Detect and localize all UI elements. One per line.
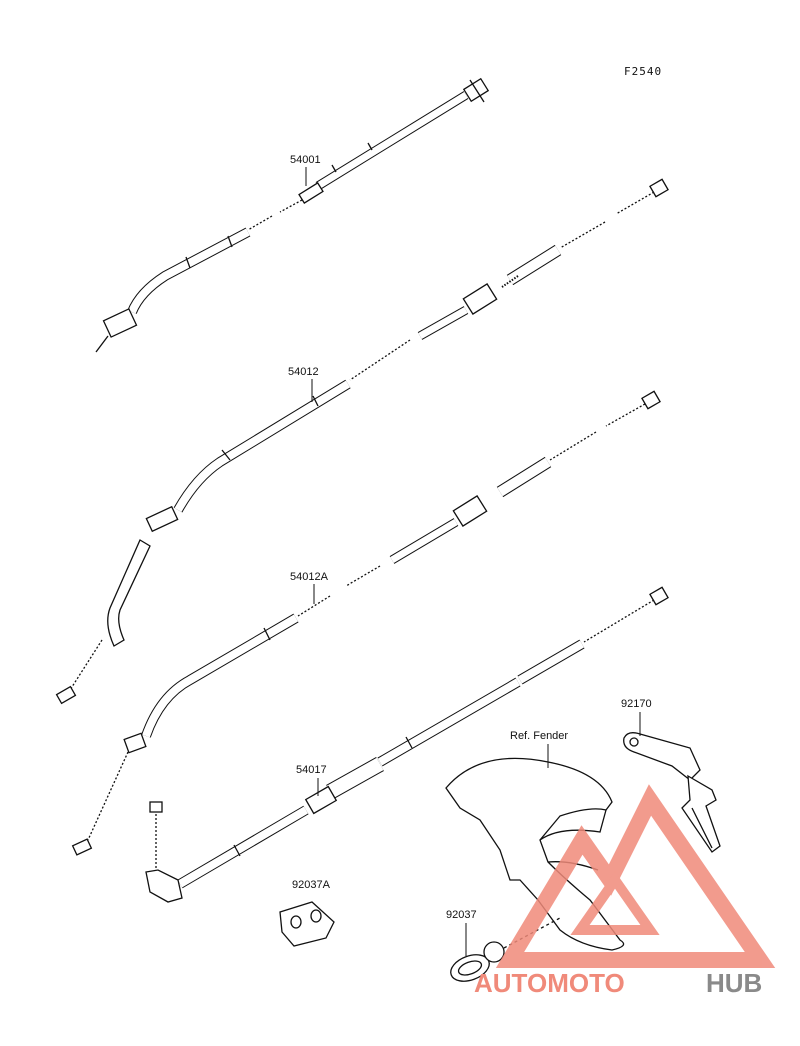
label-92170: 92170 (621, 698, 652, 710)
figure-code: F2540 (624, 65, 662, 78)
label-54012: 54012 (288, 366, 319, 378)
cable-54012[interactable] (55, 178, 669, 705)
label-54012A: 54012A (290, 571, 329, 583)
label-54001: 54001 (290, 154, 321, 166)
watermark-logo (495, 784, 776, 968)
label-ref-fender: Ref. Fender (510, 730, 568, 742)
bracket-92170[interactable] (623, 732, 721, 853)
watermark-text-primary: AUTOMOTO (474, 968, 625, 998)
cable-54017[interactable] (145, 586, 669, 903)
clamp-92037A[interactable] (279, 901, 335, 947)
watermark-text-secondary: HUB (706, 968, 762, 998)
label-92037A: 92037A (292, 879, 331, 891)
cable-54012A[interactable] (71, 390, 661, 856)
label-54017: 54017 (296, 764, 327, 776)
cable-54001[interactable] (95, 77, 490, 353)
label-92037: 92037 (446, 909, 477, 921)
